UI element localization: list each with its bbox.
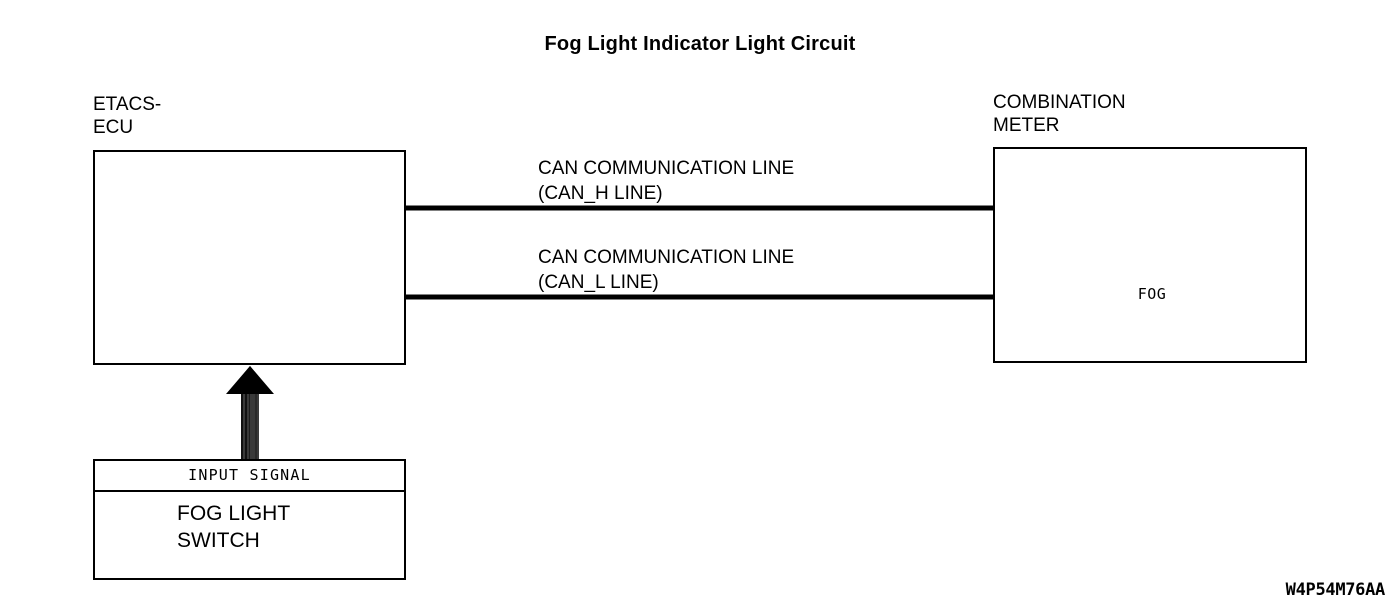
can-h-label-line1: CAN COMMUNICATION LINE: [538, 158, 795, 179]
ecu-caption-line2: ECU: [93, 117, 134, 138]
ecu-box: [93, 150, 406, 365]
fog-light-switch-label-line2: SWITCH: [177, 529, 260, 552]
input-signal-arrow-icon: [226, 366, 274, 459]
ecu-caption: ETACS- ECU: [93, 93, 161, 139]
drawing-reference-code: W4P54M76AA: [1285, 580, 1386, 600]
combination-meter-caption-line2: METER: [993, 115, 1060, 136]
input-signal-header: INPUT SIGNAL: [93, 459, 406, 492]
fog-indicator-caption: FOG: [1137, 285, 1167, 303]
can-h-label: CAN COMMUNICATION LINE (CAN_H LINE): [538, 156, 794, 206]
can-l-label: CAN COMMUNICATION LINE (CAN_L LINE): [538, 245, 794, 295]
can-l-label-line2: (CAN_L LINE): [538, 272, 659, 293]
input-signal-label: INPUT SIGNAL: [188, 465, 311, 484]
page-title: Fog Light Indicator Light Circuit: [544, 33, 856, 55]
fog-light-switch-label: FOG LIGHT SWITCH: [93, 500, 406, 570]
can-h-label-line2: (CAN_H LINE): [538, 183, 663, 204]
combination-meter-caption-line1: COMBINATION: [993, 92, 1126, 113]
ecu-caption-line1: ETACS-: [93, 94, 162, 115]
fog-light-switch-box: [93, 459, 406, 580]
fog-light-switch-label-line1: FOG LIGHT: [177, 502, 291, 525]
can-l-label-line1: CAN COMMUNICATION LINE: [538, 247, 795, 268]
combination-meter-caption: COMBINATION METER: [993, 91, 1126, 137]
combination-meter-box: [993, 147, 1307, 363]
